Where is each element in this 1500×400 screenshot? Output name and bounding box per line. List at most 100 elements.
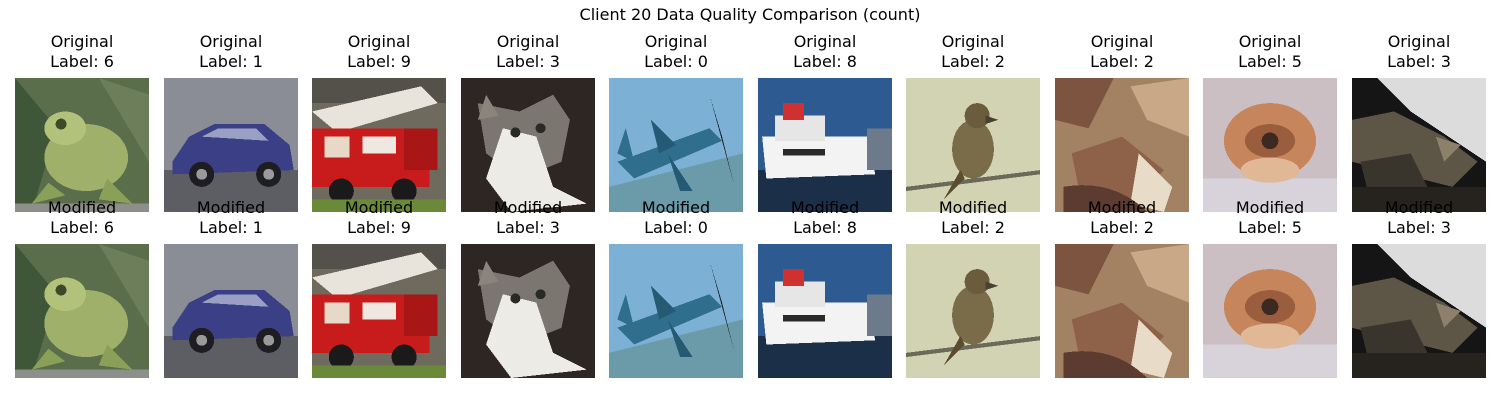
panel-row-title: Modified — [493, 198, 563, 217]
frog-image — [15, 244, 149, 378]
ship-image — [758, 78, 892, 212]
panel-row-title: Original — [496, 32, 560, 51]
panel-label: Label: 6 — [50, 52, 114, 71]
panel-row-title: Modified — [196, 198, 266, 217]
panel-label: Label: 0 — [644, 52, 708, 71]
panel-label: Label: 2 — [1090, 218, 1154, 237]
bird-image — [906, 244, 1040, 378]
panel-row-title: Original — [644, 32, 708, 51]
car-image — [164, 244, 298, 378]
panel-row-title: Modified — [344, 198, 414, 217]
panel-row-title: Original — [1387, 32, 1451, 51]
panel-label: Label: 5 — [1238, 218, 1302, 237]
panel-label: Label: 3 — [496, 52, 560, 71]
panel-label: Label: 3 — [496, 218, 560, 237]
panel-label: Label: 6 — [50, 218, 114, 237]
dog-face-image — [1203, 78, 1337, 212]
bird-image — [906, 78, 1040, 212]
cat-image — [461, 78, 595, 212]
panel-label: Label: 2 — [1090, 52, 1154, 71]
panel-row-title: Original — [50, 32, 114, 51]
panel-label: Label: 8 — [793, 52, 857, 71]
panel-row-title: Modified — [1384, 198, 1454, 217]
panel-row-title: Modified — [1235, 198, 1305, 217]
textured-animal-image — [1055, 78, 1189, 212]
panel-row-title: Modified — [938, 198, 1008, 217]
panel-row-title: Modified — [47, 198, 117, 217]
panel-label: Label: 3 — [1387, 218, 1451, 237]
panel-label: Label: 9 — [347, 52, 411, 71]
figure-title: Client 20 Data Quality Comparison (count… — [579, 5, 921, 24]
panel-label: Label: 1 — [199, 218, 263, 237]
panel-label: Label: 2 — [941, 218, 1005, 237]
panel-label: Label: 2 — [941, 52, 1005, 71]
panel-row-title: Modified — [1087, 198, 1157, 217]
panel-row-title: Original — [199, 32, 263, 51]
panel-row-title: Original — [1238, 32, 1302, 51]
panel-label: Label: 5 — [1238, 52, 1302, 71]
panel-row-title: Original — [347, 32, 411, 51]
panel-row-title: Original — [793, 32, 857, 51]
ship-image — [758, 244, 892, 378]
panel-label: Label: 3 — [1387, 52, 1451, 71]
dog-face-image — [1203, 244, 1337, 378]
fire-truck-image — [312, 78, 446, 212]
textured-animal-image — [1055, 244, 1189, 378]
panel-label: Label: 9 — [347, 218, 411, 237]
panel-row-title: Original — [941, 32, 1005, 51]
cat-image — [461, 244, 595, 378]
frog-image — [15, 78, 149, 212]
panel-row-title: Modified — [790, 198, 860, 217]
car-image — [164, 78, 298, 212]
panel-label: Label: 0 — [644, 218, 708, 237]
panel-row-title: Original — [1090, 32, 1154, 51]
panel-label: Label: 8 — [793, 218, 857, 237]
panel-row-title: Modified — [641, 198, 711, 217]
panel-label: Label: 1 — [199, 52, 263, 71]
dark-animal-image — [1352, 244, 1486, 378]
airplane-image — [609, 244, 743, 378]
fire-truck-image — [312, 244, 446, 378]
airplane-image — [609, 78, 743, 212]
